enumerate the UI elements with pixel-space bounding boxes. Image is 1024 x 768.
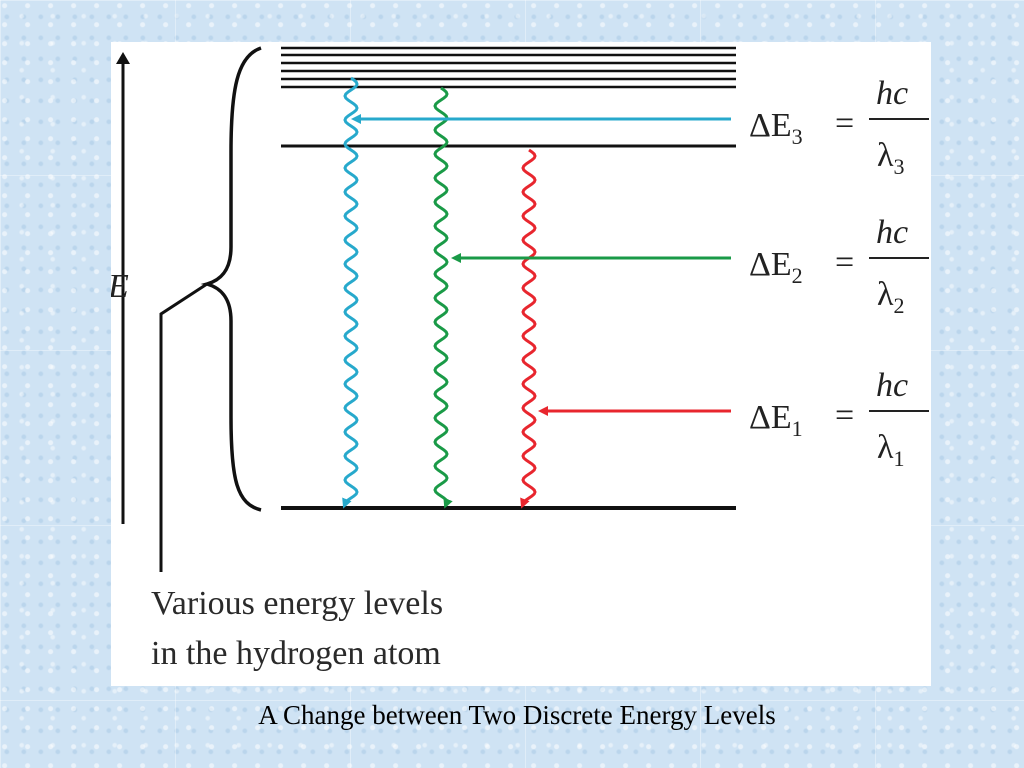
energy-axis-label: E: [111, 268, 129, 305]
svg-text:λ3: λ3: [877, 137, 905, 179]
svg-text:λ1: λ1: [877, 429, 905, 471]
equation-delta-e1: ΔE1 = hc λ1: [749, 367, 929, 471]
svg-text:ΔE3: ΔE3: [749, 107, 803, 149]
note-line-2: in the hydrogen atom: [151, 635, 441, 672]
note-pointer-line: [159, 282, 208, 572]
svg-text:hc: hc: [876, 367, 908, 404]
photon-wave-2: [433, 86, 453, 509]
energy-level-diagram: E ΔE3 = hc λ3: [111, 42, 931, 686]
note-line-1: Various energy levels: [151, 585, 443, 622]
svg-text:=: =: [835, 244, 854, 281]
energy-levels-brace: [200, 46, 262, 512]
svg-text:λ2: λ2: [877, 276, 905, 318]
slide-caption: A Change between Two Discrete Energy Lev…: [258, 700, 776, 730]
svg-text:hc: hc: [876, 214, 908, 251]
svg-text:hc: hc: [876, 75, 908, 112]
photon-wave-3: [342, 76, 359, 509]
equation-delta-e3: ΔE3 = hc λ3: [749, 75, 929, 179]
svg-text:ΔE2: ΔE2: [749, 246, 803, 288]
equation-delta-e2: ΔE2 = hc λ2: [749, 214, 929, 318]
energy-level-svg: E ΔE3 = hc λ3: [111, 46, 929, 672]
svg-text:=: =: [835, 397, 854, 434]
svg-text:ΔE1: ΔE1: [749, 399, 803, 441]
energy-levels: [281, 46, 736, 510]
photon-wave-1: [520, 148, 537, 509]
svg-text:=: =: [835, 105, 854, 142]
